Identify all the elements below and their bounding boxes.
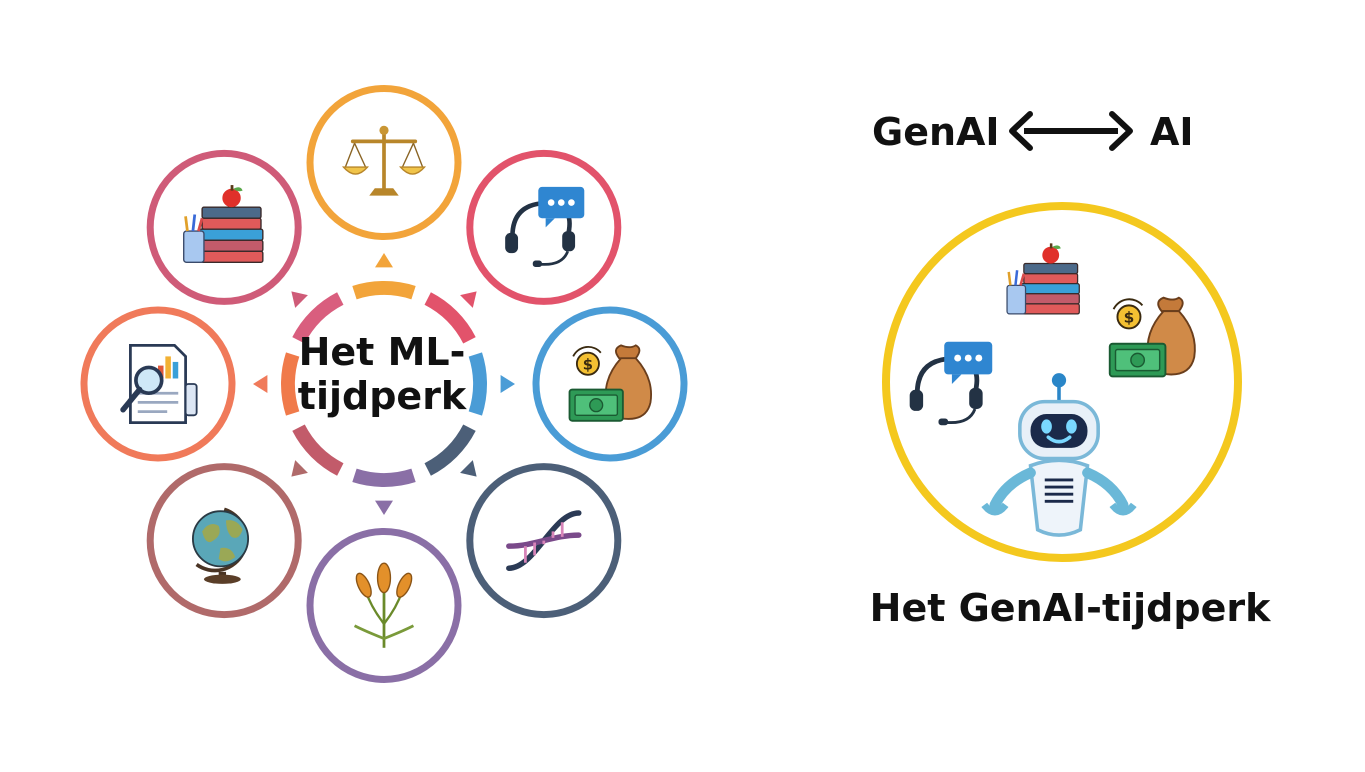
hub-pointer-arrow bbox=[291, 460, 308, 477]
ml-domain-nodes bbox=[80, 85, 688, 683]
ml-hub bbox=[80, 85, 688, 683]
hub-arrow-ring bbox=[253, 253, 515, 515]
domain-node-education bbox=[146, 149, 302, 305]
genai-era-title: Het GenAI-tijdperk bbox=[869, 586, 1271, 630]
relation-right-label: AI bbox=[1150, 110, 1194, 154]
double-arrow-icon bbox=[1009, 111, 1133, 151]
report-magnifier-icon bbox=[123, 345, 197, 422]
ml-era-title: Het ML-tijdperk bbox=[297, 330, 467, 418]
hub-arc-segment bbox=[352, 468, 416, 487]
hub-arc-segment bbox=[424, 292, 476, 344]
domain-node-analytics bbox=[80, 306, 236, 462]
domain-node-justice bbox=[306, 85, 462, 241]
hub-arc-segment bbox=[424, 424, 476, 476]
hub-pointer-arrow bbox=[375, 253, 393, 268]
hub-pointer-arrow bbox=[375, 500, 393, 515]
relation-left-label: GenAI bbox=[872, 110, 1000, 154]
hub-arc-segment bbox=[352, 281, 416, 300]
hub-arc-segment bbox=[292, 424, 344, 476]
domain-node-geography bbox=[146, 463, 302, 619]
hub-arc-segment bbox=[292, 292, 344, 344]
hub-pointer-arrow bbox=[500, 375, 515, 393]
domain-node-ring bbox=[466, 149, 622, 305]
hub-pointer-arrow bbox=[460, 291, 477, 308]
domain-node-customer-support bbox=[466, 149, 622, 305]
hub-pointer-arrow bbox=[291, 291, 308, 308]
hub-arc-segment bbox=[468, 352, 487, 416]
domain-node-finance bbox=[532, 306, 688, 462]
genai-circle bbox=[882, 202, 1242, 562]
hub-arc-ring bbox=[281, 281, 487, 487]
hub-arc-segment bbox=[281, 352, 300, 416]
domain-node-genetics bbox=[466, 463, 622, 619]
hub-pointer-arrow bbox=[253, 375, 268, 393]
domain-node-agriculture bbox=[306, 527, 462, 683]
relation-row: GenAI AI bbox=[872, 104, 1202, 160]
hub-pointer-arrow bbox=[460, 460, 477, 477]
